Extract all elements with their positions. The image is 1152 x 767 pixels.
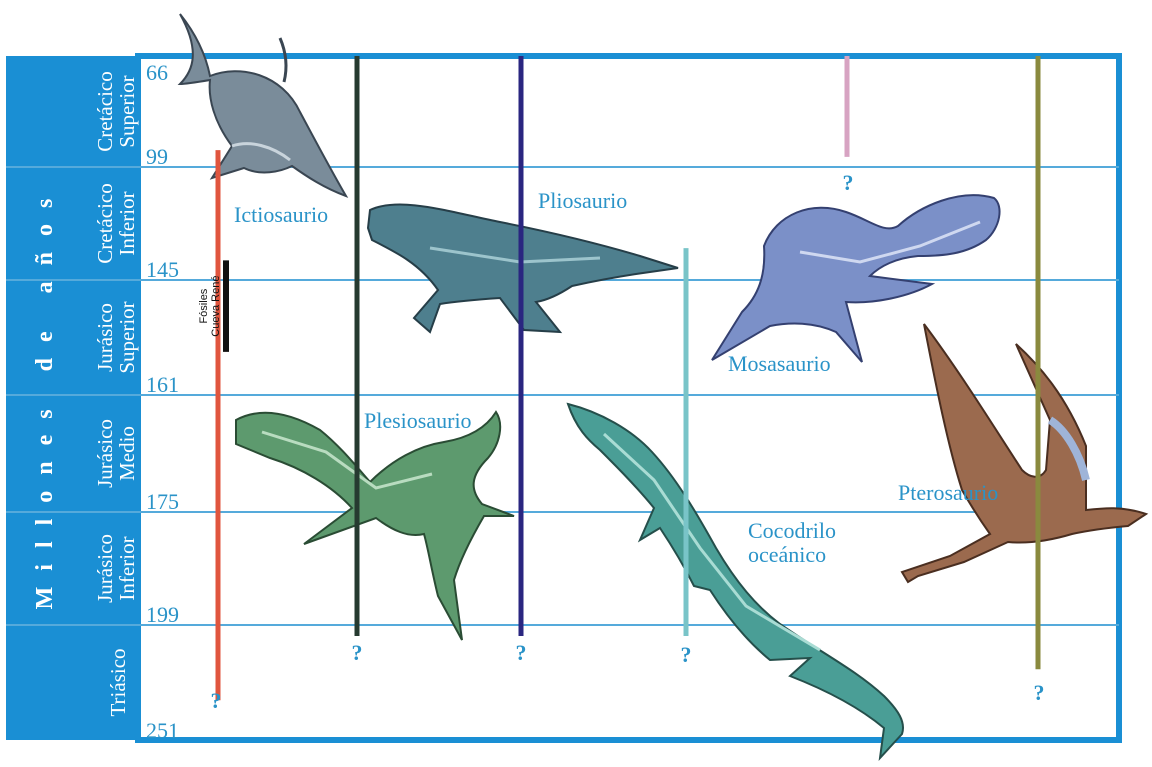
boundary-age-label: 66 xyxy=(146,60,168,85)
boundary-age-label: 99 xyxy=(146,144,168,169)
axis-title: Millones de años xyxy=(32,183,58,610)
fossil-label: FósilesCueva René xyxy=(198,276,222,337)
group-label: Mosasaurio xyxy=(728,351,831,376)
group-label: Ictiosaurio xyxy=(234,202,328,227)
boundary-age-label: 161 xyxy=(146,372,179,397)
period-label: JurásicoMedio xyxy=(93,419,139,488)
period-label-line: Jurásico xyxy=(93,419,117,488)
plesiosaur-illustration xyxy=(236,412,514,640)
crocodile-illustration xyxy=(568,404,903,758)
fossil-marker: FósilesCueva René xyxy=(198,260,226,352)
period-label: CretácicoSuperior xyxy=(93,71,139,151)
range-lines: ? Ictiosaurio? Plesiosaurio? Pliosaurio? Coc… xyxy=(211,56,1045,713)
period-label: CretácicoInferior xyxy=(93,183,139,263)
fossil-label-line: Cueva René xyxy=(210,276,222,337)
boundary-labels: 66 99 145 161 175 199 251 xyxy=(146,60,179,743)
pterosaur-illustration xyxy=(902,324,1146,582)
group-label-line: Plesiosaurio xyxy=(364,408,472,433)
period-label: Triásico xyxy=(106,648,130,716)
group-label-line: Mosasaurio xyxy=(728,351,831,376)
period-label-line: Cretácico xyxy=(93,183,117,263)
fossil-label-line: Fósiles xyxy=(198,288,210,323)
group-label: Plesiosaurio xyxy=(364,408,472,433)
period-label-line: Superior xyxy=(115,75,139,147)
period-label-line: Jurásico xyxy=(93,303,117,372)
boundary-age-label: 145 xyxy=(146,257,179,282)
period-label-line: Cretácico xyxy=(93,71,117,151)
period-label-line: Jurásico xyxy=(93,534,117,603)
range-question-mark: ? xyxy=(516,640,527,665)
left-panel xyxy=(6,56,140,740)
group-label: Pliosaurio xyxy=(538,188,627,213)
period-label-line: Superior xyxy=(115,301,139,373)
boundary-age-label: 199 xyxy=(146,602,179,627)
mosasaur-illustration xyxy=(712,195,1000,362)
group-label-line: oceánico xyxy=(748,542,826,567)
range-question-mark: ? xyxy=(843,170,854,195)
period-label: JurásicoSuperior xyxy=(93,301,139,373)
group-label-line: Pliosaurio xyxy=(538,188,627,213)
group-label: Pterosaurio xyxy=(898,480,998,505)
period-label-line: Inferior xyxy=(115,536,139,600)
period-label-line: Inferior xyxy=(115,191,139,255)
boundary-age-label: 175 xyxy=(146,489,179,514)
range-question-mark: ? xyxy=(1034,680,1045,705)
period-label-line: Medio xyxy=(115,426,139,481)
range-question-mark: ? xyxy=(352,640,363,665)
group-label-line: Cocodrilo xyxy=(748,518,836,543)
ichthyosaur-illustration xyxy=(180,14,346,196)
group-label-line: Pterosaurio xyxy=(898,480,998,505)
period-label: JurásicoInferior xyxy=(93,534,139,603)
period-label-line: Triásico xyxy=(106,648,130,716)
group-label-line: Ictiosaurio xyxy=(234,202,328,227)
range-question-mark: ? xyxy=(681,642,692,667)
range-question-mark: ? xyxy=(211,688,222,713)
boundary-age-label: 251 xyxy=(146,718,179,743)
